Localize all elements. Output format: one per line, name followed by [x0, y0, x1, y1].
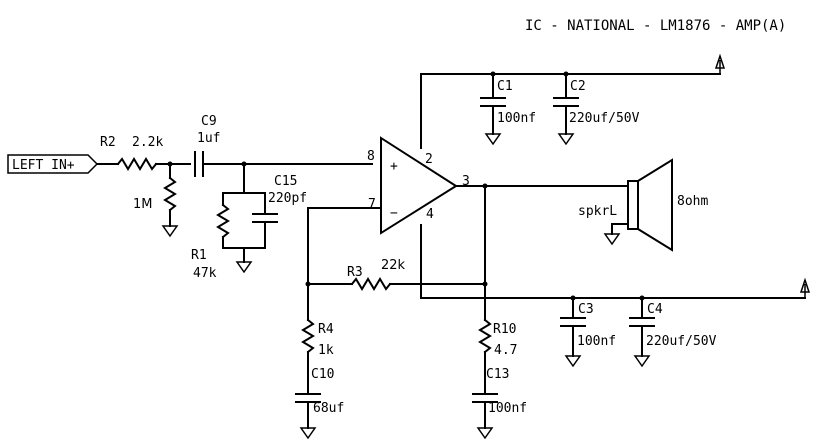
ground-c2	[557, 133, 575, 146]
pin-3: 3	[462, 174, 470, 189]
ground-speaker	[603, 233, 621, 246]
speaker-impedance: 8ohm	[677, 194, 708, 209]
input-port: LEFT IN+	[7, 154, 99, 174]
input-label: LEFT IN+	[12, 158, 75, 173]
c10-ref: C10	[311, 367, 334, 382]
capacitor-c4	[629, 317, 655, 327]
r3-ref: R3	[347, 265, 363, 280]
capacitor-c15	[252, 213, 278, 223]
capacitor-c1	[480, 97, 506, 107]
pin-minus-sign: −	[390, 206, 398, 221]
resistor-1m	[163, 176, 177, 212]
r4-value: 1k	[318, 343, 334, 358]
r3-value: 22k	[381, 258, 406, 273]
vplus-arrow	[714, 53, 726, 74]
c10-value: 68uf	[313, 401, 344, 416]
schematic-title: IC - NATIONAL - LM1876 - AMP(A)	[525, 18, 786, 34]
opamp-lm1876	[380, 136, 458, 235]
resistor-r1	[216, 203, 230, 239]
ground-c10	[299, 427, 317, 440]
ground-c3	[564, 355, 582, 368]
c1-ref: C1	[497, 79, 513, 94]
c15-ref: C15	[274, 174, 297, 189]
capacitor-c9	[194, 151, 204, 177]
r10-value: 4.7	[494, 343, 517, 358]
rin-value: 1M	[133, 197, 153, 212]
c15-value: 220pf	[268, 191, 307, 206]
ground-c13	[476, 427, 494, 440]
resistor-r4	[301, 318, 315, 354]
resistor-r2	[116, 157, 158, 171]
vminus-arrow	[799, 277, 811, 298]
pin-4: 4	[426, 207, 434, 222]
c13-value: 100nf	[488, 401, 527, 416]
c4-ref: C4	[647, 302, 663, 317]
ground-1m	[161, 225, 179, 238]
c1-value: 100nf	[497, 111, 536, 126]
pin-plus-sign: +	[390, 159, 398, 174]
c13-ref: C13	[486, 367, 509, 382]
ground-r1-c15	[235, 261, 253, 274]
r1-value: 47k	[193, 266, 217, 281]
resistor-r3	[350, 277, 392, 291]
r4-ref: R4	[318, 322, 334, 337]
ground-c4	[633, 355, 651, 368]
pin-8: 8	[367, 149, 375, 164]
c2-ref: C2	[570, 79, 586, 94]
ground-c1	[484, 133, 502, 146]
c9-value: 1uf	[197, 131, 220, 146]
c3-value: 100nf	[577, 334, 616, 349]
pin-7: 7	[368, 197, 376, 212]
c9-ref: C9	[201, 114, 217, 129]
r10-ref: R10	[493, 322, 516, 337]
speaker-icon	[627, 158, 673, 252]
r1-ref: R1	[191, 248, 207, 263]
c2-value: 220uf/50V	[569, 111, 640, 126]
pin-2: 2	[425, 152, 433, 167]
capacitor-c3	[560, 317, 586, 327]
resistor-r10	[478, 318, 492, 354]
speaker-ref: spkrL	[578, 204, 617, 219]
capacitor-c2	[553, 97, 579, 107]
c4-value: 220uf/50V	[646, 334, 717, 349]
c3-ref: C3	[578, 302, 594, 317]
r2-ref: R2	[100, 135, 116, 150]
junction-dots	[167, 71, 645, 301]
r2-value: 2.2k	[132, 135, 163, 150]
